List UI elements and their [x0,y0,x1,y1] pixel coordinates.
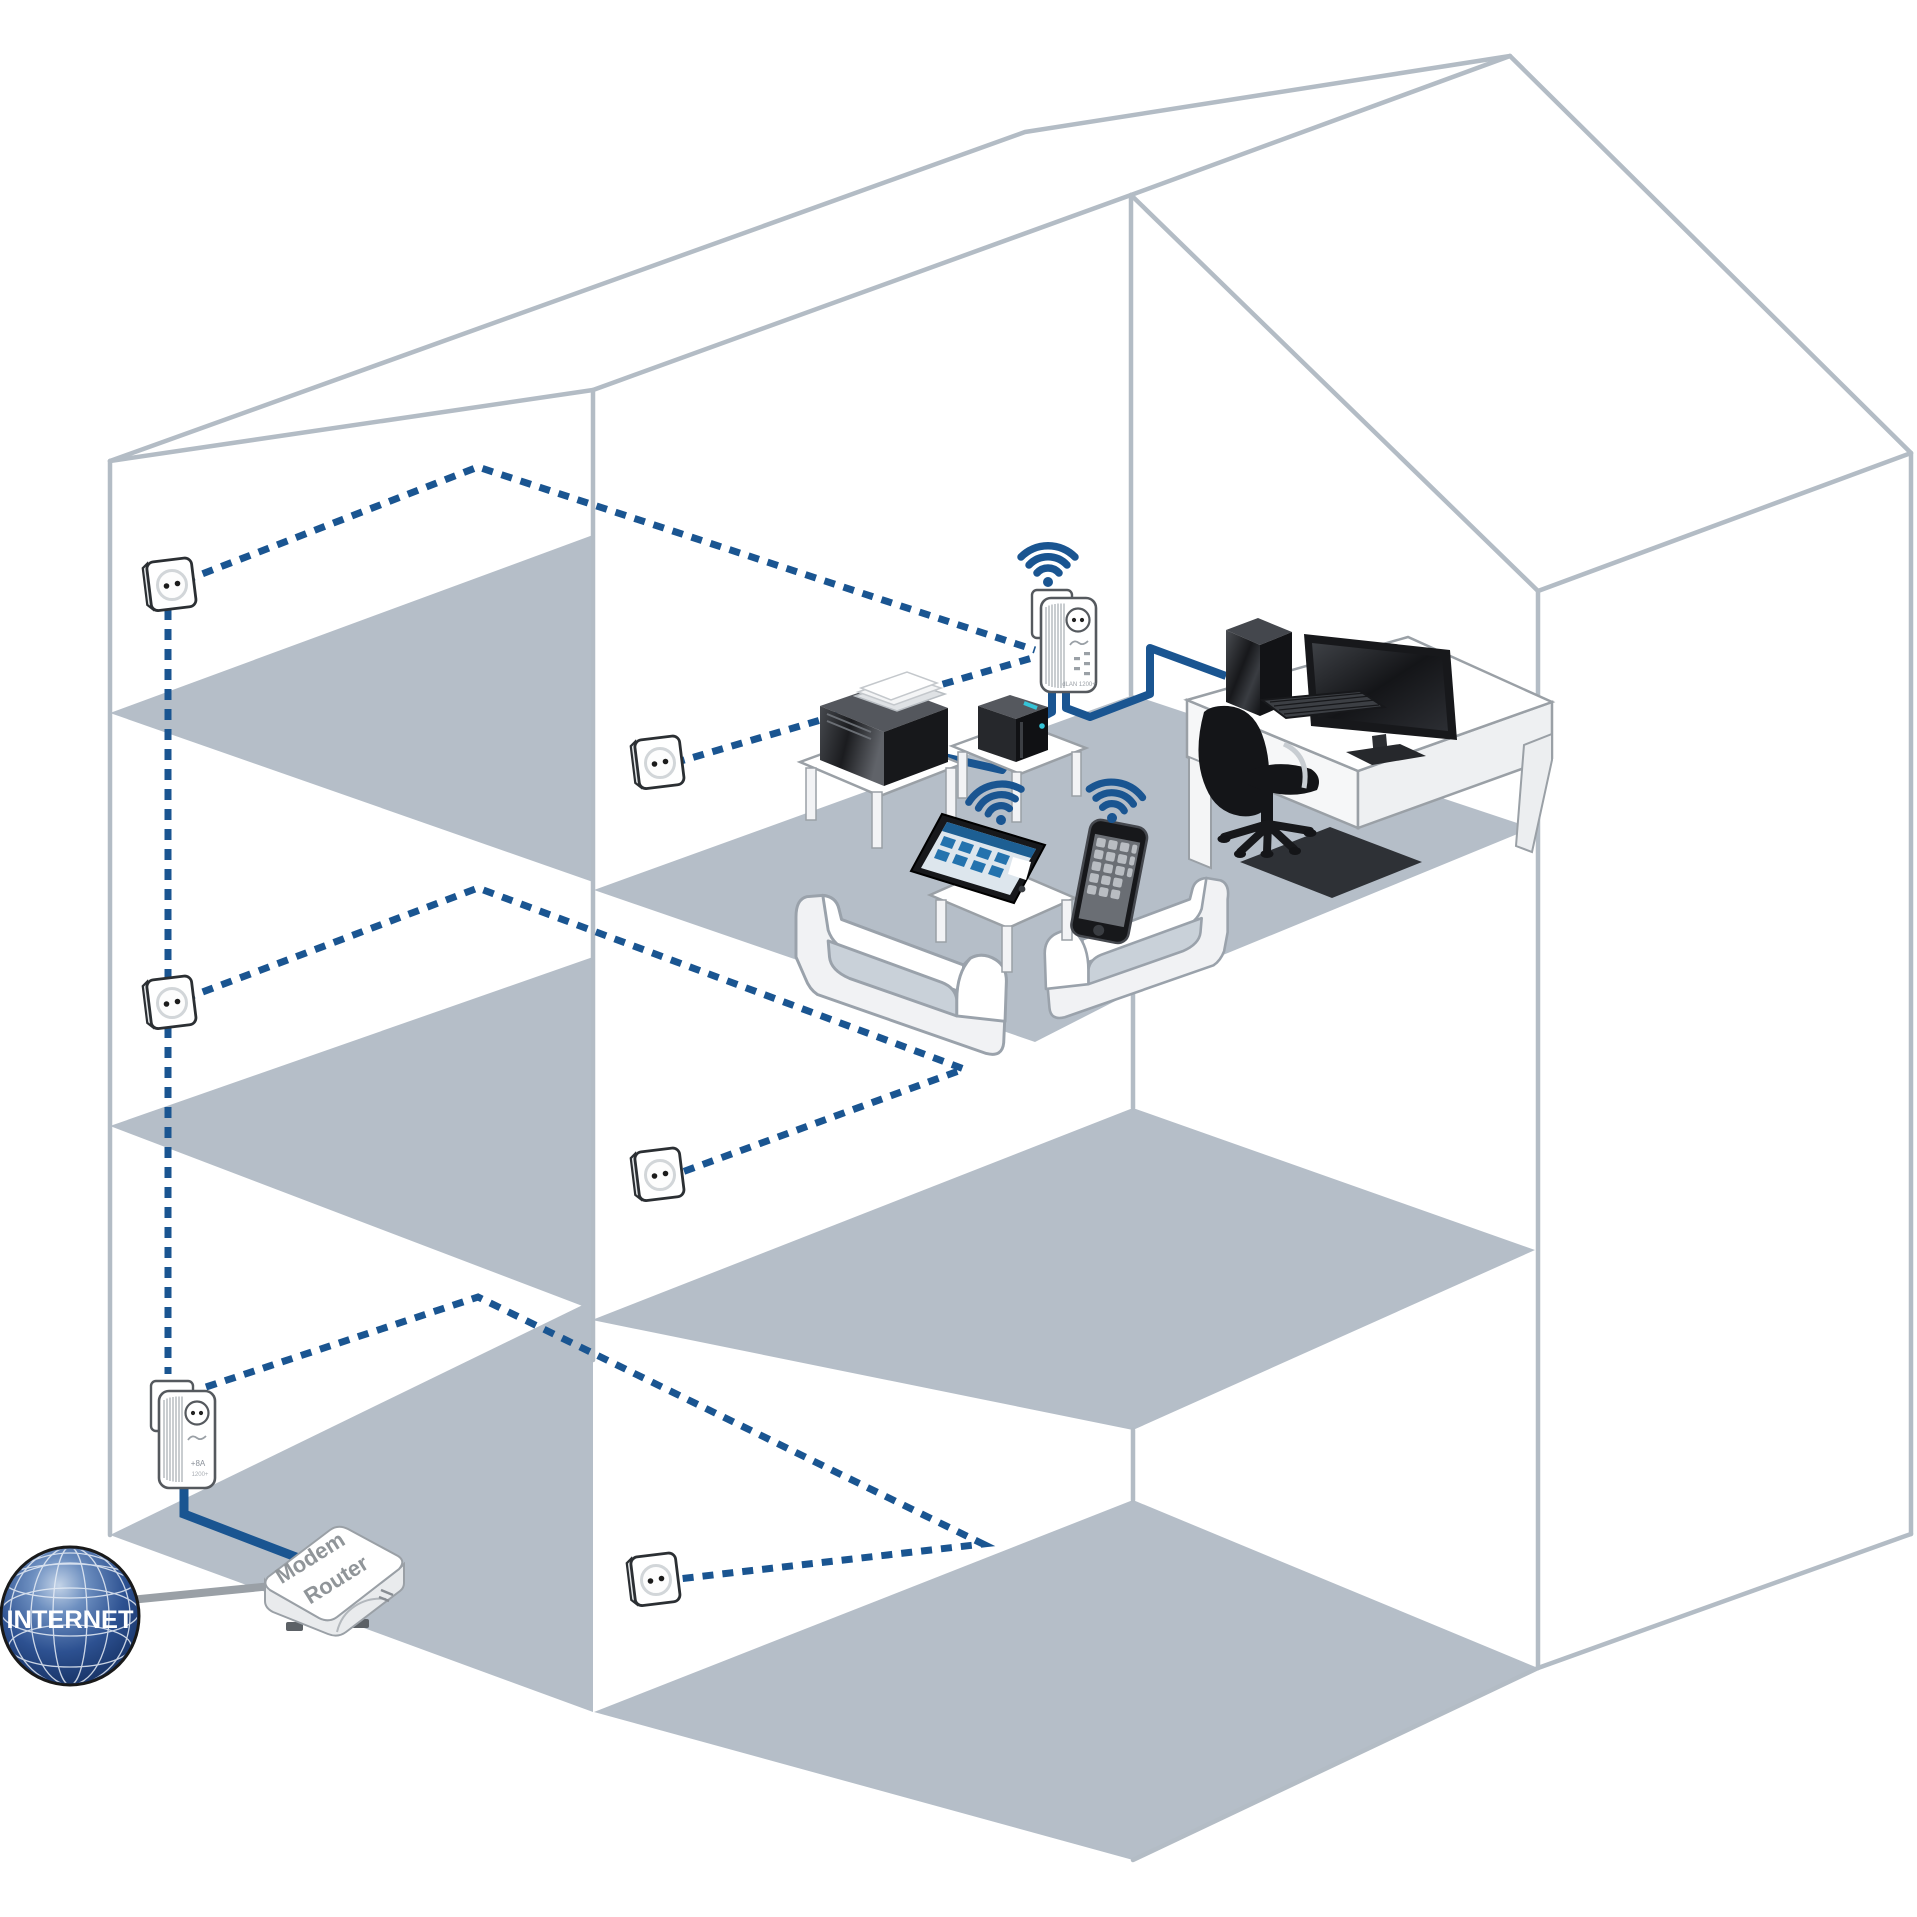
svg-text:+8A: +8A [191,1459,206,1468]
svg-text:1200+: 1200+ [192,1472,209,1478]
svg-text:INTERNET: INTERNET [7,1606,134,1634]
svg-text:dLAN 1200+: dLAN 1200+ [1062,682,1096,688]
